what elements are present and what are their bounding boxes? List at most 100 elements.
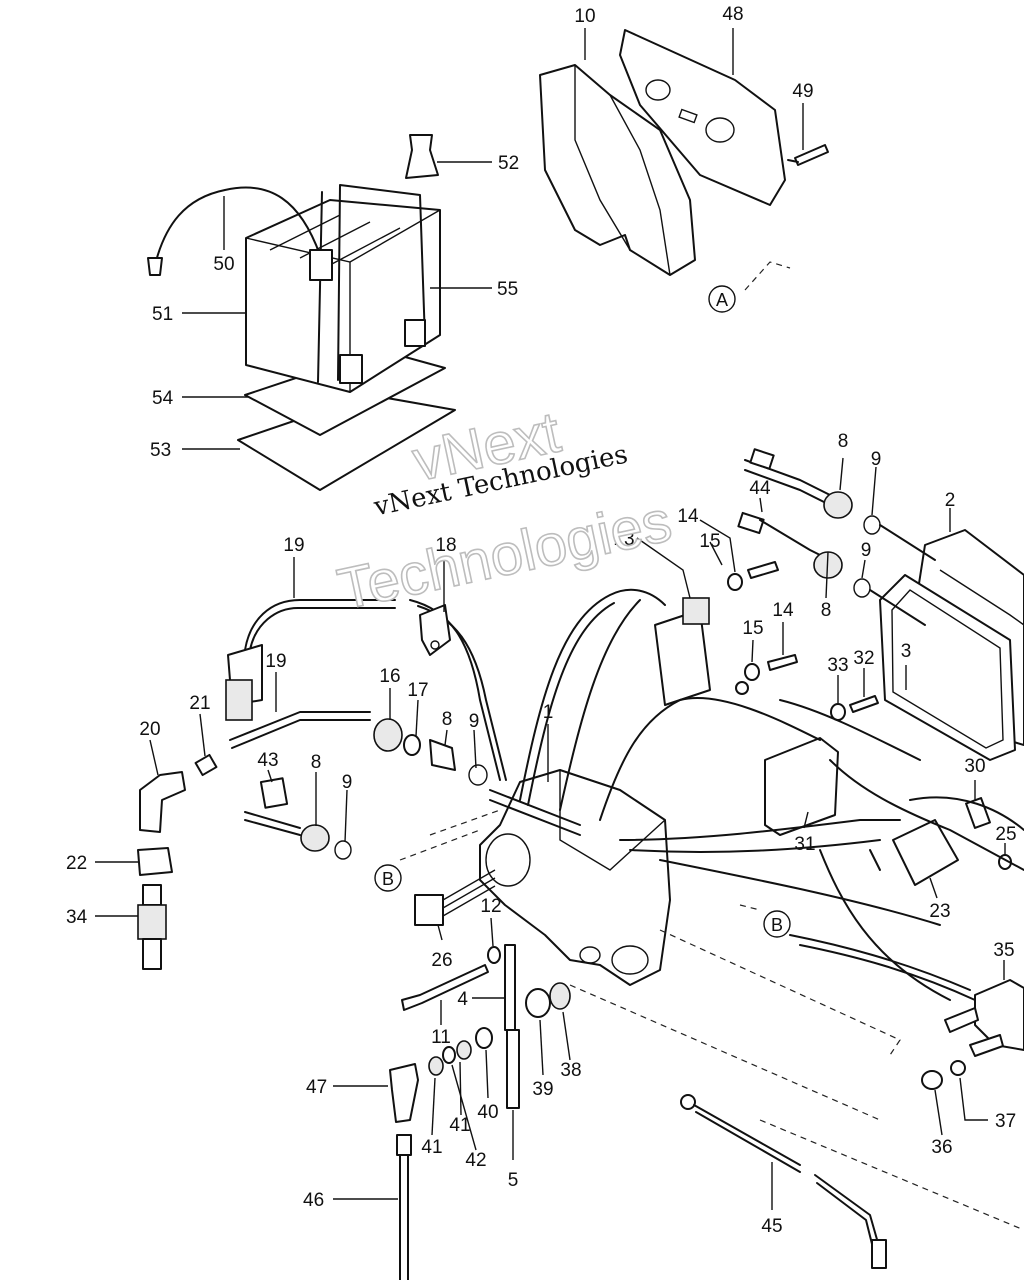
gasket-3 <box>879 574 1016 761</box>
label-32: 32 <box>853 648 874 669</box>
spark-plug-parts <box>137 599 507 970</box>
label-42: 42 <box>465 1150 486 1171</box>
callout-B-left-label: B <box>382 869 394 889</box>
label-8-left: 8 <box>311 752 322 773</box>
label-48: 48 <box>722 4 743 25</box>
ground-cable-45 <box>680 1094 887 1269</box>
housing-body <box>479 769 671 986</box>
callout-B-right-label: B <box>771 915 783 935</box>
label-44: 44 <box>749 478 771 499</box>
cable-clip <box>194 753 218 777</box>
label-21: 21 <box>189 693 210 714</box>
ignition-coil <box>654 561 798 706</box>
label-53: 53 <box>150 440 171 461</box>
sleeve-30 <box>965 797 991 829</box>
part-labels: 10 48 49 52 50 55 51 54 53 19 18 19 21 2… <box>66 4 1017 1237</box>
label-4: 4 <box>457 989 468 1010</box>
label-39: 39 <box>532 1079 553 1100</box>
cdi-unit-31 <box>764 737 839 836</box>
label-14-top: 14 <box>677 506 699 527</box>
label-23: 23 <box>929 901 950 922</box>
strap-buckle <box>339 354 363 384</box>
label-50: 50 <box>213 254 234 275</box>
label-40: 40 <box>477 1102 498 1123</box>
label-19-upper: 19 <box>283 535 304 556</box>
label-17: 17 <box>407 680 428 701</box>
label-10: 10 <box>574 6 595 27</box>
switch-16 <box>373 718 403 752</box>
callout-A: A <box>708 285 736 313</box>
label-34: 34 <box>66 907 88 928</box>
washer-39 <box>525 988 551 1018</box>
regulator-35 <box>974 979 1024 1051</box>
label-9-right: 9 <box>861 540 872 561</box>
label-54: 54 <box>152 388 174 409</box>
label-49: 49 <box>792 81 813 102</box>
label-3: 3 <box>901 641 912 662</box>
plug-boot-elbow <box>139 771 186 833</box>
label-55: 55 <box>497 279 518 300</box>
label-46: 46 <box>303 1190 324 1211</box>
label-1: 1 <box>543 702 554 723</box>
label-8-topright: 8 <box>838 431 849 452</box>
label-9-topright: 9 <box>871 449 882 470</box>
label-35: 35 <box>993 940 1014 961</box>
label-18: 18 <box>435 535 456 556</box>
label-52: 52 <box>498 153 519 174</box>
coil-terminal <box>682 597 710 625</box>
connector-26 <box>414 894 444 926</box>
label-30: 30 <box>964 756 985 777</box>
wiring-harness <box>519 588 1024 1001</box>
wire-harness-18 <box>409 599 501 781</box>
label-16: 16 <box>379 666 400 687</box>
callout-B-left: B <box>374 864 402 892</box>
label-51: 51 <box>152 304 173 325</box>
fasteners <box>389 944 571 1280</box>
label-13: 13 <box>613 529 634 550</box>
cover-plate <box>619 29 786 206</box>
battery-assembly <box>147 134 456 491</box>
main-housing <box>414 769 671 986</box>
label-22: 22 <box>66 853 87 874</box>
label-12: 12 <box>480 896 501 917</box>
label-45: 45 <box>761 1216 782 1237</box>
label-20: 20 <box>139 719 160 740</box>
guide-lines <box>399 809 1024 1231</box>
gear-38 <box>549 982 571 1010</box>
lead-boot <box>309 249 333 281</box>
label-14-mid: 14 <box>772 600 794 621</box>
rectifier-23 <box>892 819 959 886</box>
pin-5 <box>506 1029 520 1109</box>
connector-43 <box>259 777 289 809</box>
label-36: 36 <box>931 1137 952 1158</box>
label-9-mid: 9 <box>469 711 480 732</box>
spark-plug-top <box>142 884 162 906</box>
label-38: 38 <box>560 1060 581 1081</box>
label-5: 5 <box>508 1170 519 1191</box>
battery-lead <box>154 186 321 266</box>
label-47: 47 <box>306 1077 327 1098</box>
label-41-right: 41 <box>449 1115 470 1136</box>
label-41-left: 41 <box>421 1137 442 1158</box>
label-25: 25 <box>995 824 1016 845</box>
leader-lines <box>95 28 1006 1210</box>
label-11: 11 <box>431 1027 451 1048</box>
label-2: 2 <box>945 490 956 511</box>
plate-screw <box>794 144 829 166</box>
boot-elbow-47 <box>389 1063 419 1123</box>
battery-body <box>245 199 441 393</box>
control-units <box>764 737 1024 1090</box>
label-19-lower: 19 <box>265 651 286 672</box>
switch-grommets <box>244 718 488 860</box>
callout-B-right: B <box>763 910 791 938</box>
ignition-cable-upper <box>244 599 396 651</box>
label-15-top: 15 <box>699 531 720 552</box>
callout-A-label: A <box>716 290 728 310</box>
label-33: 33 <box>827 655 848 676</box>
terminal-46 <box>396 1134 412 1156</box>
long-bolt <box>401 964 489 1011</box>
pin-4 <box>504 944 516 1031</box>
label-9-left: 9 <box>342 772 353 793</box>
